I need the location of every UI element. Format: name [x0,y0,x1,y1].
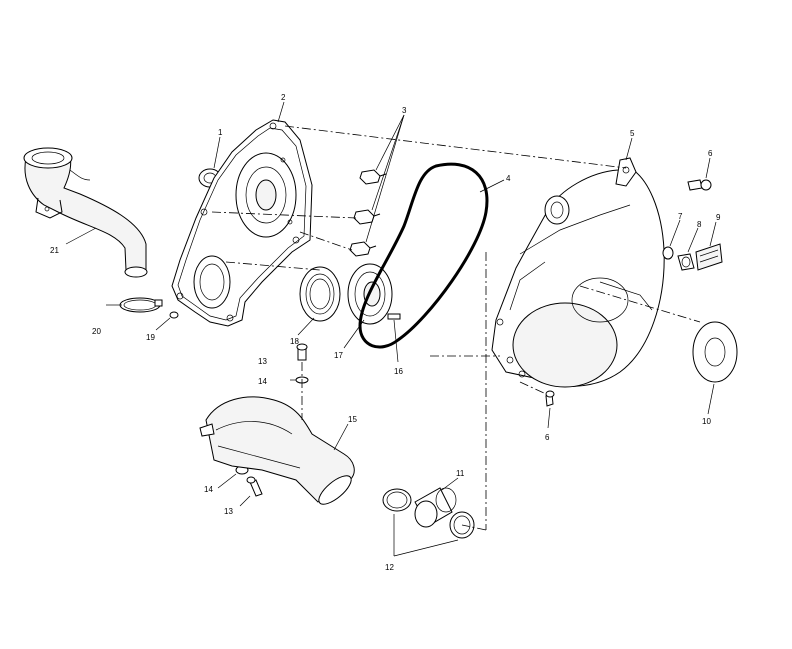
callout-14-lower: 14 [204,485,213,494]
part-12-clamps [382,488,475,539]
callout-9: 9 [716,213,721,222]
part-13-14-screw-washer-lower [235,465,263,497]
part-5-outer-cover [491,157,665,388]
callout-17: 17 [334,351,343,360]
part-4-drive-belt [358,162,489,349]
callout-13-lower: 13 [224,507,233,516]
callout-21: 21 [50,246,59,255]
part-16-pin [387,313,401,320]
part-18-seal [299,266,341,322]
part-8-plug [677,253,695,271]
callout-16: 16 [394,367,403,376]
part-9-decal [695,243,723,271]
callout-18: 18 [290,337,299,346]
callout-6-lower: 6 [545,433,550,442]
part-3-bolts [349,169,387,257]
part-2-inner-cover [171,119,313,327]
part-7-o-ring [662,246,674,260]
callout-6-upper: 6 [708,149,713,158]
callout-13-upper: 13 [258,357,267,366]
alignment-lines [211,125,701,531]
callout-5: 5 [630,129,635,138]
callout-11: 11 [456,469,465,478]
callout-2: 2 [281,93,286,102]
callout-labels: 1 2 3 4 5 6 6 7 8 9 10 11 12 13 13 14 14… [50,93,721,572]
part-11-sleeve [414,487,457,528]
callout-15: 15 [348,415,357,424]
part-10-disc [692,321,738,383]
callout-19: 19 [146,333,155,342]
callout-3: 3 [402,106,407,115]
callout-10: 10 [702,417,711,426]
part-20-clamp [119,297,163,313]
callout-12: 12 [385,563,394,572]
part-15-lower-duct [199,396,355,505]
part-19-screw [169,311,179,319]
callout-4: 4 [506,174,511,183]
callout-1: 1 [218,128,223,137]
callout-7: 7 [678,212,683,221]
callout-20: 20 [92,327,101,336]
leader-lines [65,101,717,557]
callout-14-upper: 14 [258,377,267,386]
callout-8: 8 [697,220,702,229]
part-21-intake-duct [23,147,148,278]
part-6-screws [545,179,712,407]
